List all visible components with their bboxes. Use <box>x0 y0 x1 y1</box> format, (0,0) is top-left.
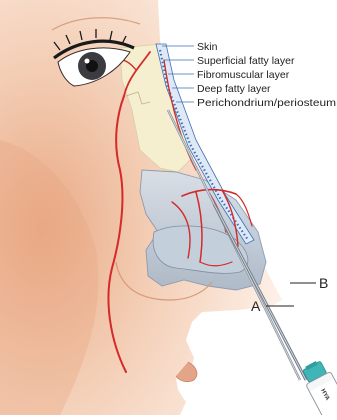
label-fibromuscular-layer: Fibromuscular layer <box>197 69 290 81</box>
label-superficial-fatty-layer: Superficial fatty layer <box>197 55 295 67</box>
label-perichondrium-periosteum: Perichondrium/periosteum <box>197 97 336 109</box>
label-needle-b: B <box>319 275 328 291</box>
label-needle-a: A <box>251 298 261 314</box>
syringe: HYA <box>298 357 337 415</box>
label-deep-fatty-layer: Deep fatty layer <box>197 83 271 95</box>
label-skin: Skin <box>197 41 218 53</box>
